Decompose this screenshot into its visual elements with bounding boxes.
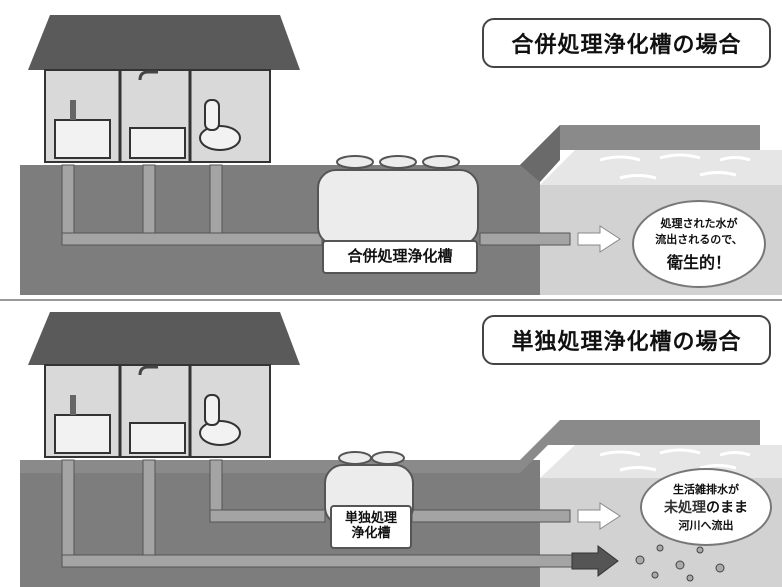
bottom-river-surface [540, 445, 782, 478]
top-speech-bubble: 処理された水が 流出されるので、 衛生的！ [632, 200, 766, 288]
top-drain-pipes [61, 164, 571, 246]
top-tank-label: 合併処理浄化槽 [322, 240, 478, 274]
bottom-title: 単独処理浄化槽の場合 [482, 315, 771, 365]
bottom-bubble-line1: 生活雑排水が [673, 483, 739, 496]
bottom-bubble-line3: 河川へ流出 [678, 519, 734, 532]
bottom-toilet [199, 420, 241, 446]
top-ground-slope [520, 125, 560, 182]
bottom-tank-label-line2: 浄化槽 [351, 526, 391, 541]
top-house-roof [28, 15, 300, 70]
bottom-tank-label: 単独処理 浄化槽 [330, 505, 412, 549]
bottom-house-roof [28, 312, 300, 365]
bottom-bubble-emphasis: 未処理 [664, 500, 706, 516]
bottom-ground-surface [20, 420, 760, 473]
top-title: 合併処理浄化槽の場合 [482, 18, 771, 68]
bottom-bubble-line2: 未処理のまま [664, 497, 748, 517]
top-bubble-line2: 流出されるので、 [655, 233, 743, 246]
bottom-untreated-arrow [571, 545, 619, 577]
top-bubble-line3: 衛生的！ [666, 253, 731, 272]
top-river-surface [540, 150, 782, 185]
top-panel [20, 15, 782, 295]
bottom-treated-arrow [577, 502, 621, 530]
bottom-river-waves [599, 448, 751, 472]
bottom-bathtub [129, 422, 186, 454]
bottom-ground-body [20, 460, 540, 587]
top-toilet [199, 125, 241, 151]
top-river-waves [599, 153, 751, 180]
top-ground-surface [20, 125, 760, 178]
bottom-kitchen-sink [54, 414, 111, 454]
top-bathtub [129, 127, 186, 159]
top-kitchen-sink [54, 119, 111, 159]
bottom-speech-bubble: 生活雑排水が 未処理のまま 河川へ流出 [640, 468, 772, 546]
top-combined-septic-tank [317, 155, 479, 246]
top-outflow-arrow [577, 225, 621, 253]
bottom-tank-label-line1: 単独処理 [344, 511, 397, 527]
bottom-drain-pipes [61, 459, 573, 568]
top-bubble-line1: 処理された水が [660, 217, 738, 230]
bottom-bubble-line2-rest: のまま [706, 500, 748, 516]
